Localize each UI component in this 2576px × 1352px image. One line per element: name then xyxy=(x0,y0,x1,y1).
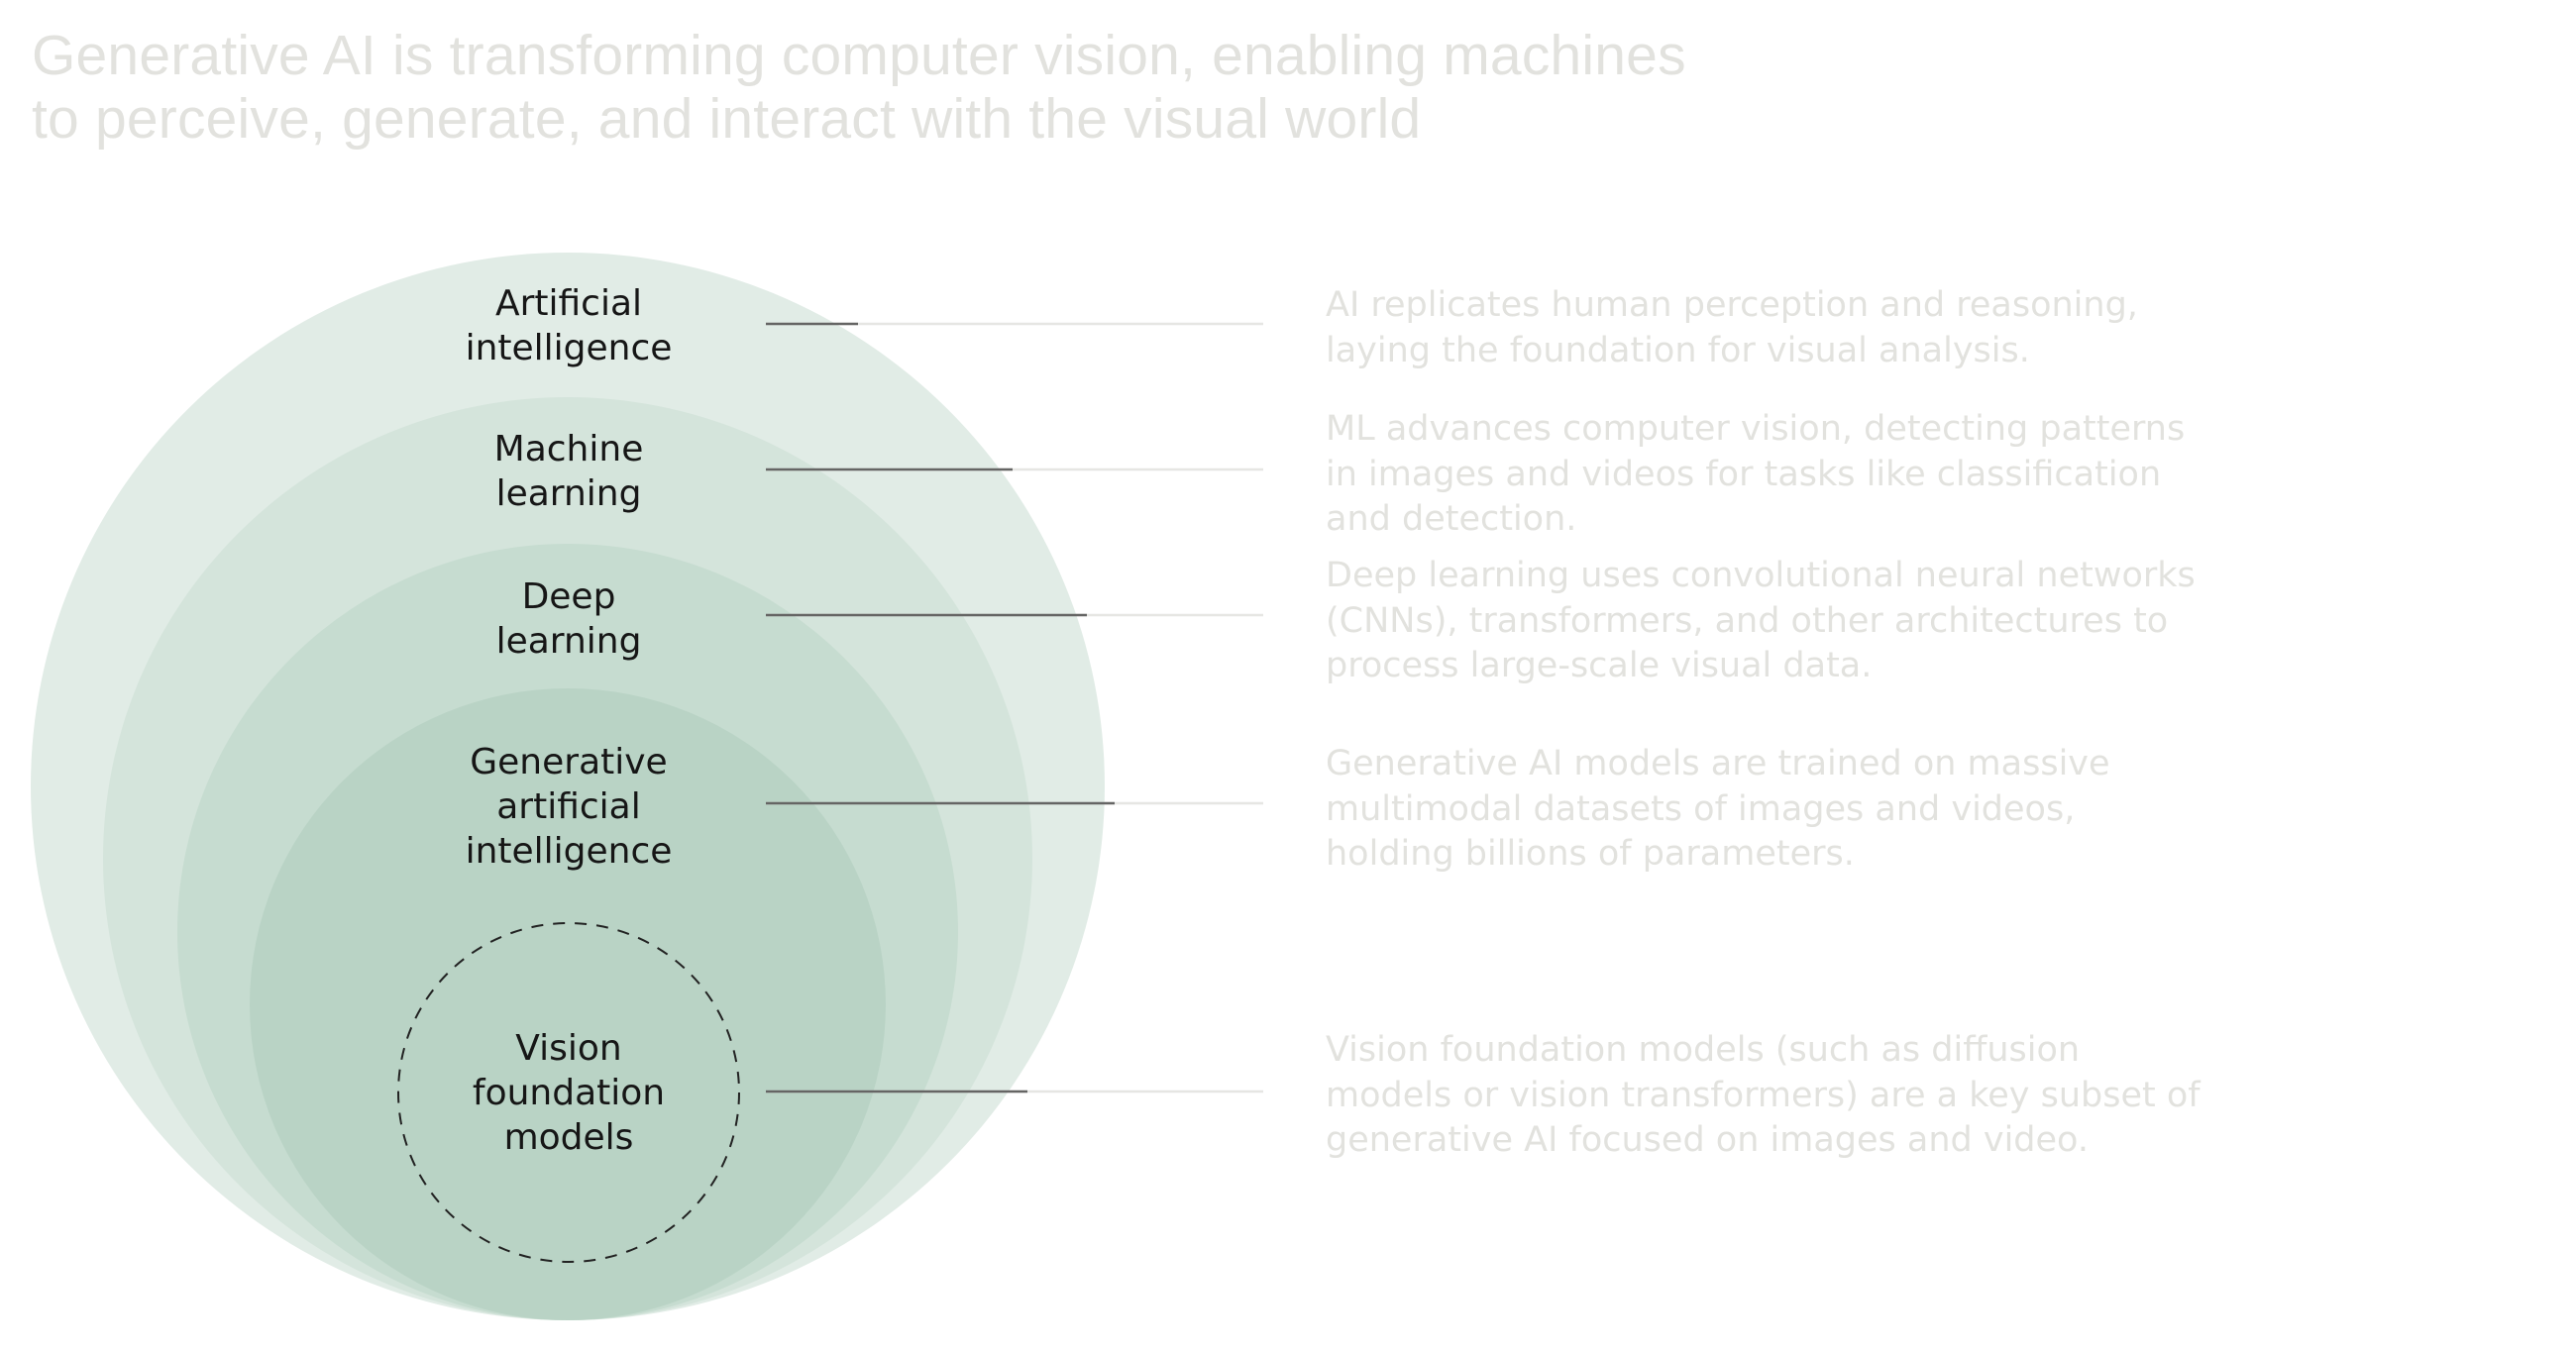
description-line: multimodal datasets of images and videos… xyxy=(1326,788,2076,829)
description-line: Generative AI models are trained on mass… xyxy=(1326,744,2110,783)
description-generative-ai: Generative AI models are trained on mass… xyxy=(1326,742,2316,878)
description-line: (CNNs), transformers, and other architec… xyxy=(1326,600,2169,641)
title-line-1: Generative AI is transforming computer v… xyxy=(32,24,1686,87)
description-line: AI replicates human perception and reaso… xyxy=(1326,285,2138,325)
label-vision-foundation-models: Vision foundation models xyxy=(380,1026,757,1160)
description-line: Vision foundation models (such as diffus… xyxy=(1326,1030,2081,1070)
label-line: learning xyxy=(495,621,642,662)
label-line: Deep xyxy=(521,576,616,617)
label-line: intelligence xyxy=(465,831,673,872)
description-line: generative AI focused on images and vide… xyxy=(1326,1120,2089,1160)
label-line: Machine xyxy=(493,429,644,469)
label-line: learning xyxy=(495,473,642,514)
ellipse-generative-ai xyxy=(250,688,886,1320)
label-line: Artificial xyxy=(494,283,643,324)
label-line: Generative xyxy=(470,742,668,782)
label-line: intelligence xyxy=(465,328,673,368)
description-deep-learning: Deep learning uses convolutional neural … xyxy=(1326,554,2316,689)
title-line-2: to perceive, generate, and interact with… xyxy=(32,87,1422,151)
description-line: Deep learning uses convolutional neural … xyxy=(1326,556,2196,595)
label-line: foundation xyxy=(472,1073,666,1113)
description-line: process large-scale visual data. xyxy=(1326,646,1873,685)
label-artificial-intelligence: Artificial intelligence xyxy=(380,281,757,370)
description-artificial-intelligence: AI replicates human perception and reaso… xyxy=(1326,283,2316,373)
description-line: models or vision transformers) are a key… xyxy=(1326,1075,2200,1115)
description-line: in images and videos for tasks like clas… xyxy=(1326,454,2162,494)
description-line: and detection. xyxy=(1326,499,1577,539)
dashed-outline-vision-foundation-models xyxy=(397,922,740,1263)
page-title: Generative AI is transforming computer v… xyxy=(32,24,1914,151)
label-generative-ai: Generative artificial intelligence xyxy=(380,740,757,874)
description-vision-foundation-models: Vision foundation models (such as diffus… xyxy=(1326,1028,2316,1164)
description-line: laying the foundation for visual analysi… xyxy=(1326,330,2030,370)
label-deep-learning: Deep learning xyxy=(380,574,757,664)
label-line: models xyxy=(503,1117,634,1158)
description-line: holding billions of parameters. xyxy=(1326,834,1855,874)
label-machine-learning: Machine learning xyxy=(380,427,757,516)
description-machine-learning: ML advances computer vision, detecting p… xyxy=(1326,407,2316,543)
label-line: artificial xyxy=(496,786,641,827)
label-line: Vision xyxy=(515,1028,622,1069)
description-line: ML advances computer vision, detecting p… xyxy=(1326,409,2186,449)
